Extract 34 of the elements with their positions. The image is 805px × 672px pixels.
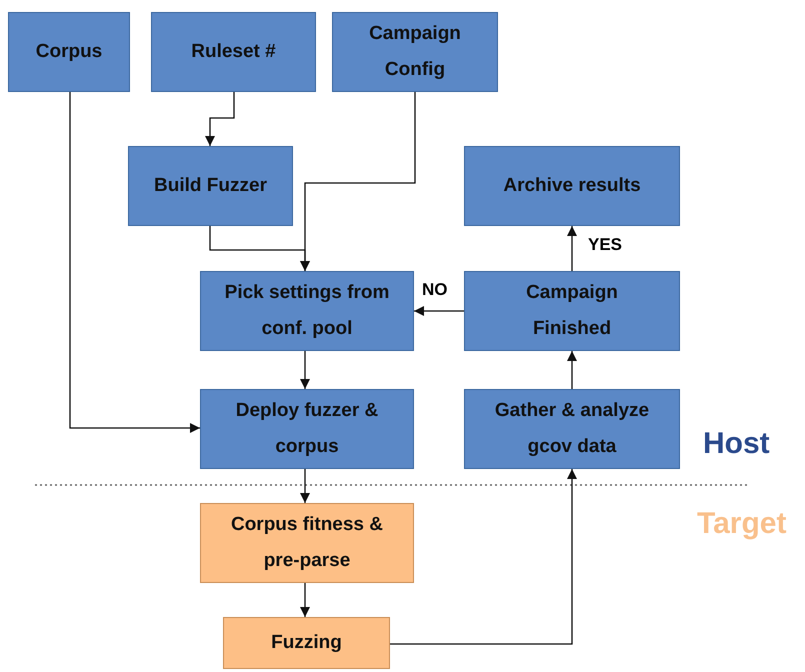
box-label: Deploy fuzzer & corpus [234,398,380,459]
process-box [128,146,293,226]
box-label: Build Fuzzer [153,174,268,198]
process-box [8,12,130,92]
process-box [223,617,390,669]
arrow [300,583,310,617]
box-label: Gather & analyze gcov data [494,398,650,459]
arrow [567,351,577,389]
box-label: Pick settings from conf. pool [224,280,390,341]
region-label: Host [703,427,770,461]
arrow [300,469,310,503]
process-box [332,12,498,92]
box-label: Fuzzing [270,630,343,655]
process-box [464,389,680,469]
process-box [200,503,414,583]
arrow [390,469,577,645]
arrow [300,92,416,271]
arrow [69,92,200,433]
box-label: Campaign Config [368,22,462,82]
process-box [200,389,414,469]
arrow [300,351,310,389]
process-box [464,271,680,351]
process-box [200,271,414,351]
box-label: Archive results [502,174,642,198]
box-label: Corpus fitness & pre-parse [230,512,384,573]
box-label: Corpus [34,40,104,64]
region-label: Target [697,507,786,541]
process-box [151,12,316,92]
arrow [205,92,235,146]
arrow [567,226,577,271]
box-label: Ruleset # [190,40,277,64]
process-box [464,146,680,226]
box-label: Campaign Finished [525,280,619,341]
arrow [414,306,464,316]
